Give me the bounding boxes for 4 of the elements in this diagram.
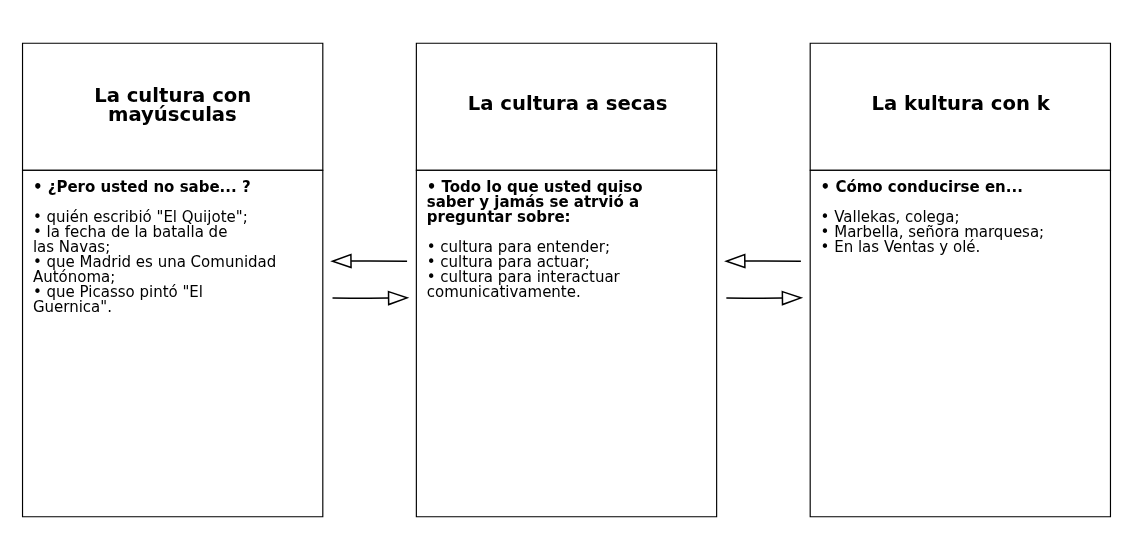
- arrow: [724, 253, 802, 269]
- arrow: [330, 253, 408, 269]
- arrow: [725, 290, 804, 306]
- arrow: [331, 290, 410, 306]
